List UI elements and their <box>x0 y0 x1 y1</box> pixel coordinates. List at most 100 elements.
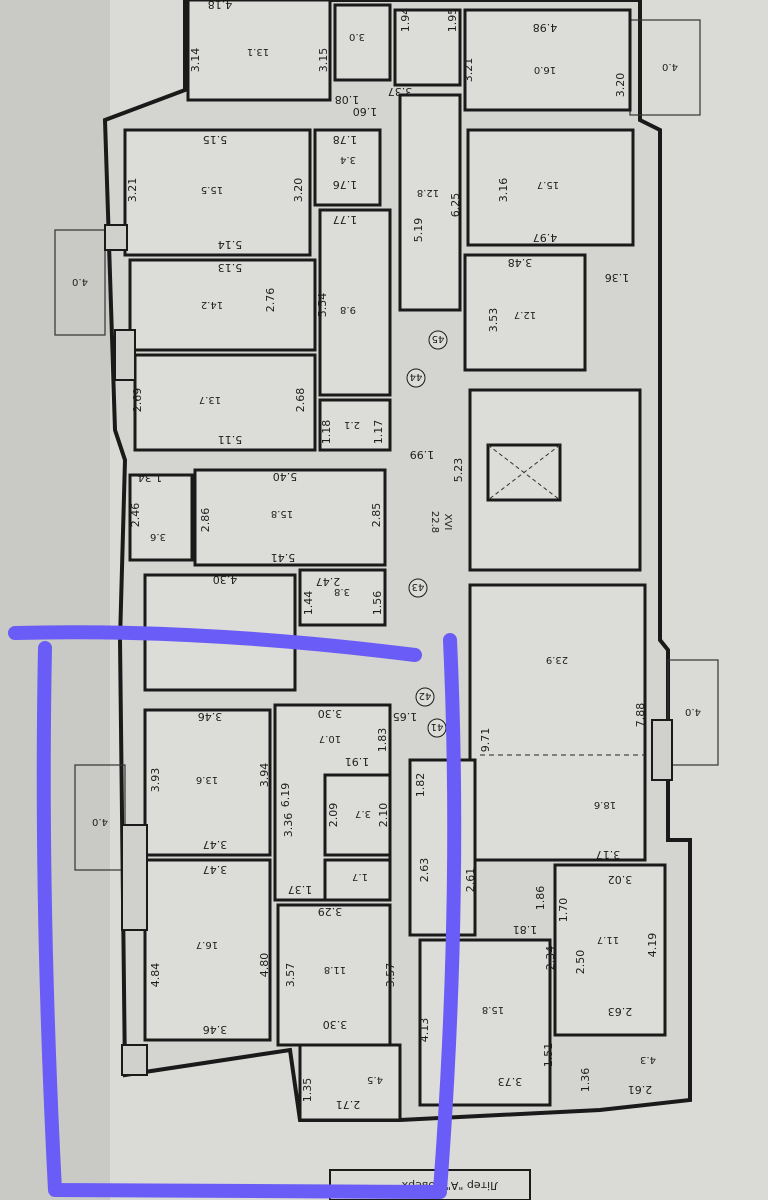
dimension-label: 3.53 <box>487 308 500 333</box>
room-area: 3.4 <box>340 154 356 165</box>
dimension-label: 1.81 <box>513 923 538 936</box>
dimension-label: 4.18 <box>208 0 233 11</box>
dimension-label: 5.14 <box>218 238 243 251</box>
dimension-label: 3.20 <box>614 73 627 98</box>
dimension-label: 1.99 <box>410 448 435 461</box>
dimension-label: 1.77 <box>333 213 358 226</box>
balcony-left-top <box>54 229 106 336</box>
section-marker-circle <box>406 368 426 388</box>
dimension-label: 1.51 <box>542 1043 555 1068</box>
dimension-label: 4.13 <box>418 1018 431 1043</box>
dimension-label: 3.17 <box>596 848 621 861</box>
dimension-label: 2.85 <box>370 503 383 528</box>
room-area: 16.7 <box>196 939 218 950</box>
dimension-label: 5.41 <box>271 551 296 564</box>
balcony-area: 4.0 <box>662 61 678 72</box>
dimension-label: 1.78 <box>333 133 358 146</box>
dimension-label: 3.73 <box>498 1075 523 1088</box>
dimension-label: 5.19 <box>412 218 425 243</box>
dimension-label: 3.30 <box>323 1018 348 1031</box>
dimension-label: 2.63 <box>608 1005 633 1018</box>
room <box>143 858 272 1042</box>
dimension-label: 1.37 <box>288 883 313 896</box>
room-area: 10.7 <box>319 733 341 744</box>
room-area: 4.5 <box>367 1074 383 1085</box>
room-area: 3.0 <box>349 31 365 42</box>
dimension-label: 1.86 <box>534 886 547 911</box>
dimension-label: 1.94 <box>399 8 412 33</box>
dimension-label: 3.20 <box>292 178 305 203</box>
section-marker-label: 41 <box>431 721 444 732</box>
dimension-label: 3.57 <box>384 963 397 988</box>
dimension-label: 2.47 <box>316 575 341 588</box>
room <box>313 128 382 207</box>
dimension-label: 3.21 <box>462 58 475 83</box>
room <box>128 258 317 352</box>
room <box>463 253 587 372</box>
dimension-label: 1.34 <box>138 471 163 484</box>
dimension-label: 1.70 <box>557 898 570 923</box>
room <box>133 353 317 452</box>
dimension-label: 4.98 <box>533 21 558 34</box>
dimension-label: 1.36 <box>605 271 630 284</box>
dimension-label: 2.68 <box>294 388 307 413</box>
dimension-label: 7.88 <box>634 703 647 728</box>
dimension-label: 3.93 <box>149 768 162 793</box>
room <box>193 468 387 567</box>
room <box>298 568 387 627</box>
balcony-right <box>667 659 719 766</box>
room-area: 18.6 <box>594 799 616 810</box>
dimension-label: 3.16 <box>497 178 510 203</box>
room-area: 3.7 <box>355 808 371 819</box>
dimension-label: 2.46 <box>129 503 142 528</box>
dimension-label: 3.29 <box>318 905 343 918</box>
dimension-label: 1.95 <box>446 8 459 33</box>
dimension-label: 2.76 <box>264 288 277 313</box>
dimension-label: 4.30 <box>213 573 238 586</box>
room <box>553 863 667 1037</box>
dimension-label: 2.61 <box>464 868 477 893</box>
room <box>186 0 332 102</box>
dimension-label: 4.19 <box>646 933 659 958</box>
section-marker-label: 43 <box>412 581 425 592</box>
dimension-label: 6.25 <box>449 193 462 218</box>
room <box>323 858 392 902</box>
room <box>128 473 194 562</box>
dimension-label: 3.94 <box>258 763 271 788</box>
dimension-label: 1.18 <box>320 420 333 445</box>
room-area: 15.5 <box>201 184 223 195</box>
room <box>123 128 312 257</box>
dimension-label: 5.54 <box>316 293 329 318</box>
dimension-label: 3.21 <box>126 178 139 203</box>
room-area: 15.8 <box>271 508 293 519</box>
dimension-label: 2.09 <box>327 803 340 828</box>
room <box>323 773 392 857</box>
dimension-label: 3.36 <box>282 813 295 838</box>
room-area: 22.8 <box>429 511 440 533</box>
dimension-label: 9.71 <box>479 728 492 753</box>
dimension-label: 5.11 <box>218 433 243 446</box>
room-area: 4.3 <box>640 1054 656 1065</box>
room-area: 3.8 <box>334 586 350 597</box>
section-marker-label: 42 <box>419 690 432 701</box>
room-area: 13.6 <box>196 774 218 785</box>
dimension-label: 1.35 <box>301 1078 314 1103</box>
dimension-label: 3.47 <box>203 838 228 851</box>
dimension-label: 1.08 <box>335 93 360 106</box>
room <box>318 398 392 452</box>
dimension-label: 5.15 <box>203 133 228 146</box>
dimension-label: 1.82 <box>414 773 427 798</box>
dimension-label: 1.36 <box>579 1068 592 1093</box>
room <box>463 8 632 112</box>
dimension-label: 1.76 <box>333 178 358 191</box>
room-area: 23.9 <box>546 654 568 665</box>
room <box>418 938 552 1107</box>
dimension-label: 1.56 <box>371 591 384 616</box>
wall-pier <box>121 1044 148 1076</box>
room <box>318 208 392 397</box>
section-marker-circle <box>428 330 448 350</box>
room-area: 13.7 <box>199 394 221 405</box>
dimension-label: 4.97 <box>533 231 558 244</box>
